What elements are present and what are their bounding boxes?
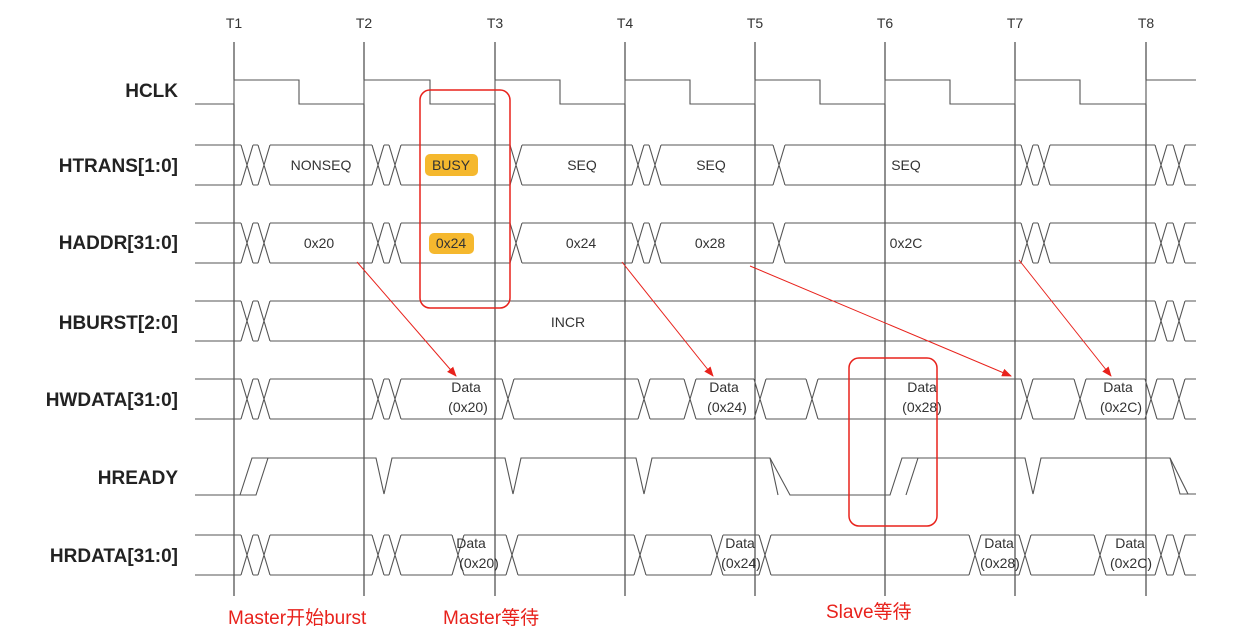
- clock-tick-labels: T1 T2 T3 T4 T5 T6 T7 T8: [226, 15, 1155, 31]
- busy-highlight: [425, 154, 478, 176]
- tick-label-t5: T5: [747, 15, 764, 31]
- master-wait-box: [419, 89, 511, 309]
- hrdata-value-3-line1: Data: [984, 535, 1014, 551]
- signal-names: HCLK HTRANS[1:0] HADDR[31:0] HBURST[2:0]…: [46, 81, 179, 567]
- signal-name-haddr: HADDR[31:0]: [59, 233, 178, 254]
- annotation-labels: Master开始burst Master等待 Slave等待: [228, 601, 912, 629]
- arrow-addr-0x24: [621, 261, 714, 377]
- haddr-values: 0x20 0x24 0x24 0x28 0x2C: [304, 233, 923, 254]
- addr-highlight: [429, 233, 474, 254]
- hclk-waveform: [195, 79, 1196, 105]
- hrdata-value-4-line1: Data: [1115, 535, 1145, 551]
- haddr-bus-waveform: [195, 222, 1196, 264]
- clock-edge-lines: [233, 42, 1147, 596]
- arrow-addr-0x20: [356, 261, 457, 377]
- htrans-value-seq-2: SEQ: [696, 157, 726, 173]
- hrdata-value-3-line2: (0x28): [980, 555, 1020, 571]
- haddr-value-0x28: 0x28: [695, 235, 726, 251]
- hrdata-value-1-line2: (0x20): [459, 555, 499, 571]
- bus-waveforms: [195, 144, 1196, 576]
- hrdata-bus-waveform: [195, 534, 1196, 576]
- htrans-value-nonseq: NONSEQ: [291, 157, 352, 173]
- hready-waveform: [195, 457, 1196, 496]
- slave-wait-box: [848, 357, 938, 527]
- htrans-values: NONSEQ BUSY SEQ SEQ SEQ: [291, 154, 921, 176]
- hwdata-value-1-line1: Data: [451, 379, 481, 395]
- tick-label-t2: T2: [356, 15, 373, 31]
- htrans-value-seq-1: SEQ: [567, 157, 597, 173]
- tick-label-t6: T6: [877, 15, 894, 31]
- hwdata-value-2-line2: (0x24): [707, 399, 747, 415]
- haddr-value-0x24-busy: 0x24: [436, 235, 467, 251]
- hwdata-value-1-line2: (0x20): [448, 399, 488, 415]
- hwdata-value-3-line2: (0x28): [902, 399, 942, 415]
- haddr-value-0x24: 0x24: [566, 235, 597, 251]
- hburst-value: INCR: [551, 314, 585, 330]
- hwdata-value-2-line1: Data: [709, 379, 739, 395]
- annotation-master-start-burst: Master开始burst: [228, 607, 367, 629]
- htrans-value-seq-3: SEQ: [891, 157, 921, 173]
- tick-label-t1: T1: [226, 15, 243, 31]
- address-to-data-arrows: [356, 259, 1112, 377]
- annotation-slave-wait: Slave等待: [826, 601, 912, 623]
- hburst-bus-waveform: [195, 300, 1196, 342]
- tick-label-t3: T3: [487, 15, 504, 31]
- signal-name-htrans: HTRANS[1:0]: [59, 156, 178, 177]
- hrdata-value-2-line1: Data: [725, 535, 755, 551]
- hrdata-values: Data (0x20) Data (0x24) Data (0x28) Data…: [456, 535, 1152, 571]
- arrow-addr-0x28: [749, 265, 1012, 377]
- htrans-bus-waveform: [195, 144, 1196, 186]
- hwdata-value-4-line2: (0x2C): [1100, 399, 1142, 415]
- hrdata-value-2-line2: (0x24): [721, 555, 761, 571]
- hwdata-values: Data (0x20) Data (0x24) Data (0x28) Data…: [448, 379, 1142, 415]
- hwdata-value-4-line1: Data: [1103, 379, 1133, 395]
- haddr-value-0x20: 0x20: [304, 235, 335, 251]
- arrow-addr-0x2c: [1018, 259, 1112, 377]
- signal-name-hclk: HCLK: [125, 81, 178, 102]
- tick-label-t8: T8: [1138, 15, 1155, 31]
- annotation-master-wait: Master等待: [443, 607, 539, 629]
- signal-name-hready: HREADY: [98, 468, 179, 489]
- htrans-value-busy: BUSY: [432, 157, 471, 173]
- hwdata-bus-waveform: [195, 378, 1196, 420]
- hwdata-value-3-line1: Data: [907, 379, 937, 395]
- signal-name-hrdata: HRDATA[31:0]: [50, 546, 178, 567]
- signal-name-hwdata: HWDATA[31:0]: [46, 390, 178, 411]
- hrdata-value-1-line1: Data: [456, 535, 486, 551]
- signal-name-hburst: HBURST[2:0]: [59, 313, 178, 334]
- haddr-value-0x2c: 0x2C: [890, 235, 923, 251]
- tick-label-t7: T7: [1007, 15, 1024, 31]
- hrdata-value-4-line2: (0x2C): [1110, 555, 1152, 571]
- tick-label-t4: T4: [617, 15, 634, 31]
